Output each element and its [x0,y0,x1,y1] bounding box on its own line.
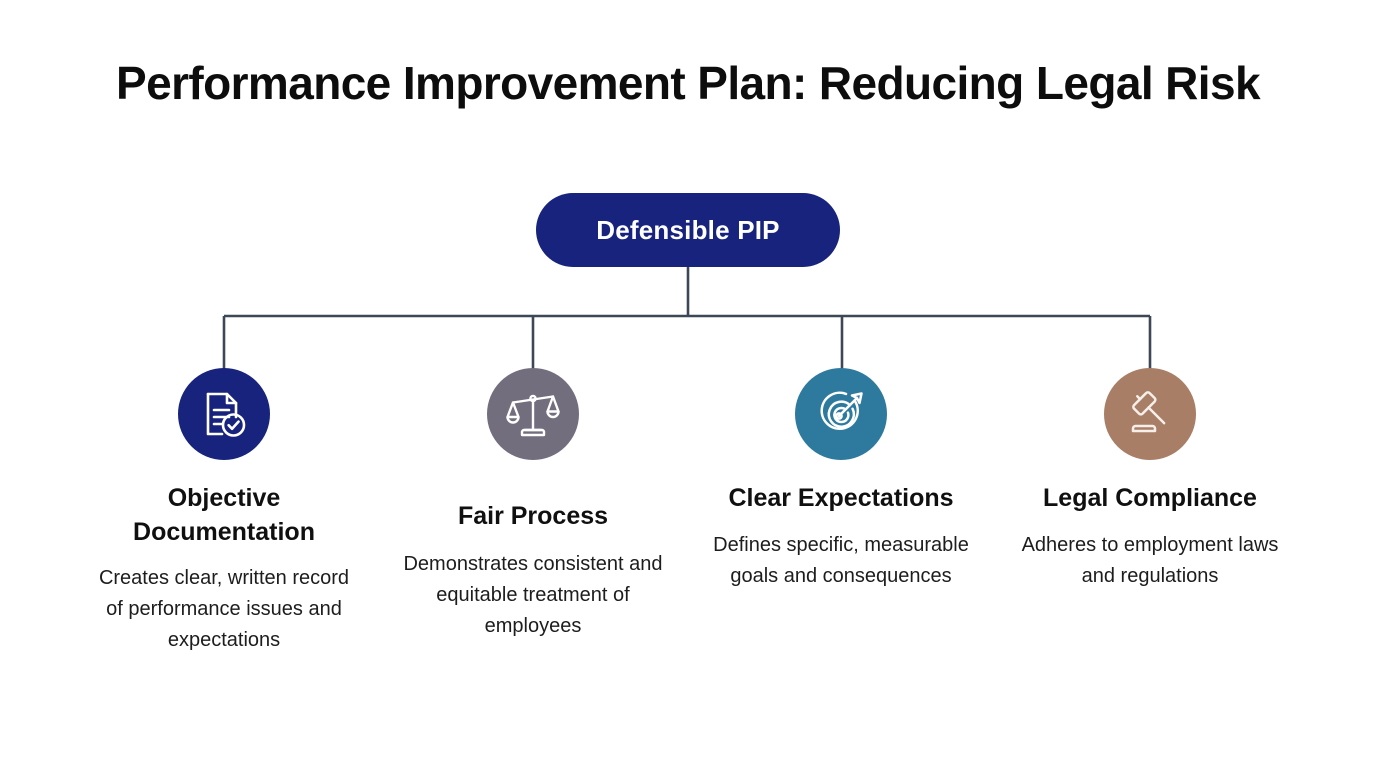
root-node-defensible-pip[interactable]: Defensible PIP [536,193,840,267]
target-arrow-icon [814,387,868,441]
branch-legal-compliance[interactable]: Legal Compliance Adheres to employment l… [1000,368,1300,592]
page-title: Performance Improvement Plan: Reducing L… [116,57,1261,109]
branch-objective-documentation[interactable]: Objective Documentation Creates clear, w… [74,368,374,656]
branch-icon-circle [178,368,270,460]
branch-fair-process[interactable]: Fair Process Demonstrates consistent and… [383,368,683,642]
root-node-label: Defensible PIP [596,214,780,245]
document-check-icon [198,388,250,440]
branch-icon-circle [487,368,579,460]
branch-title: Fair Process [457,502,609,530]
branch-description: Creates clear, written record of perform… [98,567,350,651]
balance-scales-icon [506,387,560,441]
branch-description: Adheres to employment laws and regulatio… [1021,533,1279,587]
branch-description: Demonstrates consistent and equitable tr… [403,552,663,637]
branch-title: Objective Documentation [133,484,315,546]
branch-icon-circle [795,368,887,460]
branch-icon-circle [1104,368,1196,460]
branch-description: Defines specific, measurable goals and c… [713,533,969,587]
branch-title: Legal Compliance [1043,484,1257,512]
branch-clear-expectations[interactable]: Clear Expectations Defines specific, mea… [691,368,991,592]
gavel-icon [1123,387,1177,441]
branch-title: Clear Expectations [728,484,954,512]
